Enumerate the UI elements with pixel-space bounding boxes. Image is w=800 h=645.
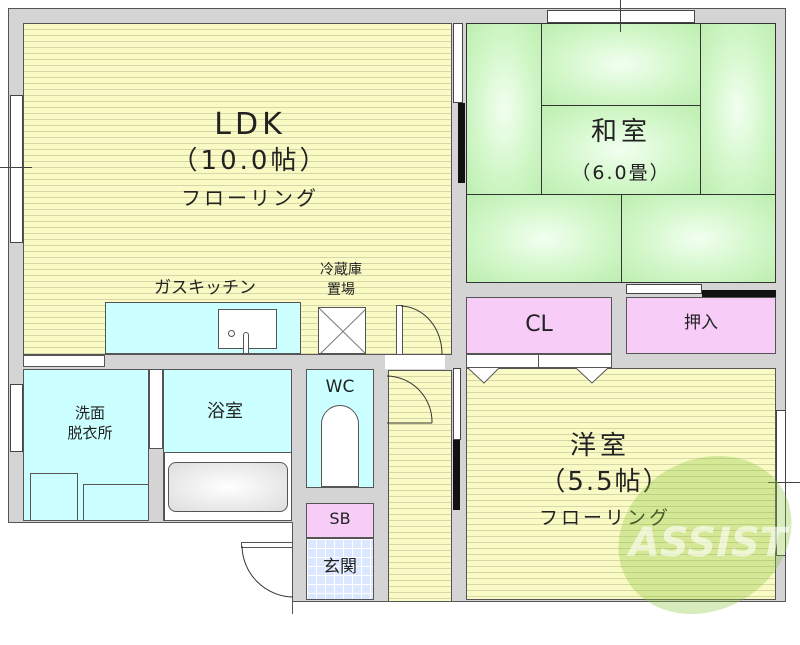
bath-label: 浴室 — [207, 401, 243, 422]
closet-door-right[interactable] — [538, 354, 612, 368]
window-youshitsu-east — [776, 410, 786, 556]
room-ldk — [23, 23, 452, 355]
door-wc-swing — [386, 375, 433, 424]
door-ldk-swing — [400, 305, 443, 356]
sliding-door-youshitsu[interactable] — [453, 368, 461, 440]
bath-door[interactable] — [149, 369, 163, 449]
vanity-sink — [83, 484, 149, 521]
tatami-mat — [541, 23, 701, 106]
interior-wall-passage — [23, 355, 105, 367]
ldk-floor-type: フローリング — [181, 186, 319, 210]
window-washitsu-north — [547, 10, 695, 23]
hallway-door-opening — [385, 355, 445, 369]
window-marker — [768, 482, 800, 483]
watermark-text: ASSIST — [628, 520, 788, 566]
ldk-size: （10.0帖） — [171, 146, 329, 176]
shoe-box — [306, 503, 374, 538]
closet-oshiire — [626, 297, 776, 354]
window-marker — [620, 0, 621, 32]
tatami-mat — [621, 194, 776, 283]
closet-door-swing-icons — [467, 368, 609, 384]
window-washroom-west — [10, 384, 23, 452]
room-youshitsu — [466, 368, 776, 600]
window-marker — [0, 167, 32, 168]
youshitsu-size: （5.5帖） — [539, 467, 671, 497]
tatami-mat — [541, 105, 701, 195]
faucet-icon — [243, 332, 249, 354]
tatami-mat — [466, 194, 622, 283]
closet-cl — [466, 297, 612, 354]
ldk-title: LDK — [214, 107, 286, 142]
entrance-door-leaf[interactable] — [241, 542, 293, 548]
entrance-door-swing — [241, 545, 294, 598]
closet-door-left[interactable] — [466, 354, 539, 368]
tatami-mat — [700, 23, 776, 195]
exterior-cutout — [0, 522, 293, 614]
fridge-cross-icon — [319, 308, 365, 353]
hallway — [388, 370, 452, 602]
sliding-door-washitsu-panel[interactable] — [458, 103, 465, 183]
window-ldk-west — [10, 95, 23, 243]
kitchen-label: ガスキッチン — [154, 278, 256, 298]
entrance-label: 玄関 — [323, 557, 357, 577]
tatami-mat — [466, 23, 542, 195]
closet-label: CL — [525, 312, 553, 337]
youshitsu-floor-type: フローリング — [538, 507, 671, 529]
door-ldk-leaf[interactable] — [396, 305, 403, 355]
sliding-door-oshiire-panel[interactable] — [702, 290, 776, 297]
bathtub-basin — [168, 462, 288, 512]
washitsu-size: （6.0畳） — [571, 162, 671, 184]
fridge-label-2: 置場 — [327, 282, 355, 298]
youshitsu-title: 洋室 — [569, 431, 630, 461]
sink-drain-icon — [228, 330, 235, 337]
sliding-door-youshitsu-panel[interactable] — [453, 440, 460, 510]
exterior-wall-edge — [292, 522, 293, 614]
fridge-label-1: 冷蔵庫 — [320, 262, 362, 278]
washroom-label-1: 洗面 — [74, 404, 105, 422]
exterior-wall-edge — [8, 522, 293, 523]
shoe-box-label: SB — [329, 509, 351, 528]
washroom-label-2: 脱衣所 — [67, 424, 113, 442]
toilet-icon — [321, 405, 359, 487]
oshiire-label: 押入 — [684, 313, 718, 333]
sliding-door-washitsu[interactable] — [453, 23, 463, 103]
washitsu-title: 和室 — [590, 117, 651, 147]
washing-machine-space — [30, 473, 78, 521]
entrance — [306, 538, 374, 600]
sliding-door-oshiire[interactable] — [626, 284, 702, 294]
wc-label: WC — [325, 377, 355, 397]
fridge-space — [318, 307, 366, 354]
